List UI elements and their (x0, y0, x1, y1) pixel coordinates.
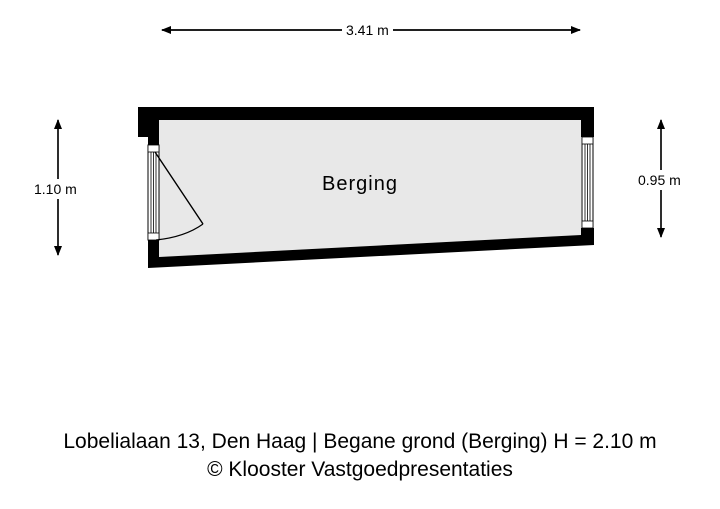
room-label: Berging (322, 173, 398, 195)
left-door (147, 144, 204, 241)
right-window (581, 136, 594, 229)
width-dimension-label: 3.41 m (342, 22, 393, 38)
right-height-dimension-label: 0.95 m (636, 170, 683, 190)
caption-copyright-line: © Klooster Vastgoedpresentaties (207, 458, 513, 481)
bottom-wall (148, 228, 594, 268)
top-wall (138, 107, 594, 145)
room-floor (159, 120, 581, 257)
left-height-dimension-label: 1.10 m (32, 179, 79, 199)
caption-address-line: Lobelialaan 13, Den Haag | Begane grond … (63, 430, 657, 453)
